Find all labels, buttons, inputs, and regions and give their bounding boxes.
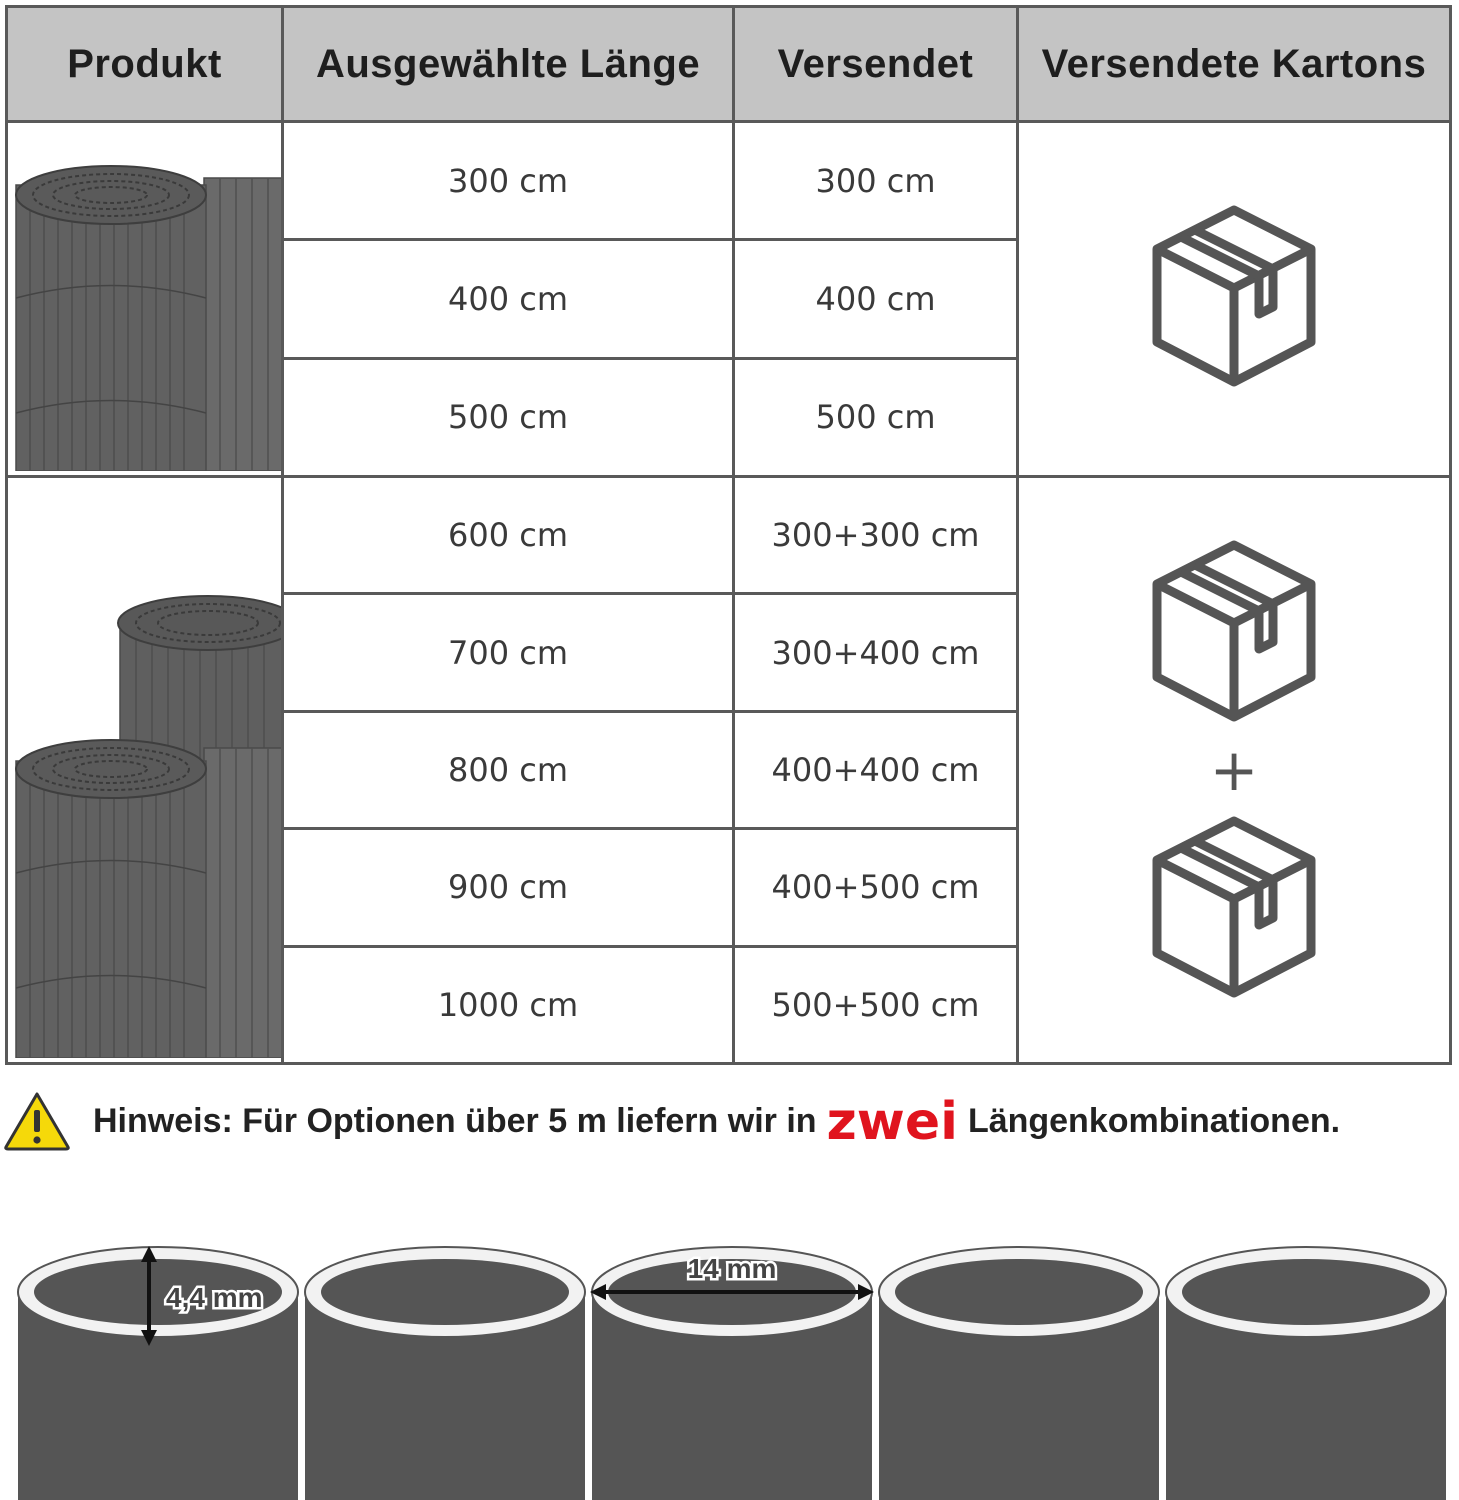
box-icon [1152, 816, 1316, 998]
laenge-cell: 300 cm [281, 119, 735, 242]
versendet-cell: 500+500 cm [732, 944, 1019, 1066]
wall-thickness-label: 4,4 mm [166, 1282, 263, 1313]
laenge-cell: 800 cm [281, 709, 735, 831]
box-icon [1152, 205, 1316, 387]
double-roll-image [15, 595, 280, 1059]
tube-2 [304, 1246, 586, 1500]
table-row: 900 cm 400+500 cm [7, 827, 1451, 948]
table-row: 400 cm 400 cm [7, 238, 1451, 360]
laenge-cell: 600 cm [281, 474, 735, 596]
table-row: 800 cm 400+400 cm [7, 709, 1451, 831]
kartons-single [1016, 120, 1452, 478]
table-header-row: Produkt Ausgewählte Länge Versendet Vers… [5, 5, 1452, 123]
versendet-cell: 400+400 cm [732, 709, 1019, 831]
versendet-cell: 300+300 cm [732, 474, 1019, 596]
laenge-cell: 1000 cm [281, 944, 735, 1066]
versendet-cell: 300 cm [732, 119, 1019, 242]
versendet-cell: 300+400 cm [732, 592, 1019, 713]
plus-sign: + [1209, 736, 1259, 804]
header-versendet: Versendet [732, 5, 1019, 123]
product-image-double-roll [5, 475, 284, 1065]
laenge-cell: 500 cm [281, 356, 735, 479]
tube-3 [591, 1246, 873, 1500]
warning-icon [4, 1092, 70, 1151]
laenge-cell: 900 cm [281, 827, 735, 948]
versendet-cell: 400 cm [732, 238, 1019, 360]
header-produkt: Produkt [5, 5, 284, 123]
product-image-single-roll [5, 120, 284, 478]
notice-text-before: Hinweis: Für Optionen über 5 m liefern w… [93, 1101, 817, 1140]
single-roll-image [15, 165, 280, 472]
tube-1 [17, 1246, 299, 1500]
notice-bar: Hinweis: Für Optionen über 5 m liefern w… [3, 1086, 1459, 1156]
notice-text-after: Längenkombinationen. [967, 1101, 1341, 1140]
tube-4 [878, 1246, 1160, 1500]
notice-highlight: zwei [826, 1092, 958, 1152]
laenge-cell: 700 cm [281, 592, 735, 713]
header-ausgewaehlte-laenge: Ausgewählte Länge [281, 5, 735, 123]
versendet-cell: 500 cm [732, 356, 1019, 479]
tube-5 [1165, 1246, 1447, 1500]
table-row: 600 cm 300+300 cm + [5, 474, 1452, 1065]
laenge-cell: 400 cm [281, 238, 735, 360]
tube-profiles: 4,4 mm 14 mm [17, 1246, 1447, 1500]
kartons-double: + [1016, 475, 1452, 1065]
table-row: 500 cm 500 cm [7, 356, 1451, 479]
table-row: 1000 cm 500+500 cm [7, 944, 1451, 1066]
shipping-table: Produkt Ausgewählte Länge Versendet Vers… [5, 5, 1452, 1066]
table-row: 700 cm 300+400 cm [7, 592, 1451, 713]
diameter-label: 14 mm [688, 1253, 777, 1284]
header-versendete-kartons: Versendete Kartons [1016, 5, 1452, 123]
table-row: 300 cm 300 cm [5, 119, 1452, 478]
box-icon [1152, 540, 1316, 722]
versendet-cell: 400+500 cm [732, 827, 1019, 948]
